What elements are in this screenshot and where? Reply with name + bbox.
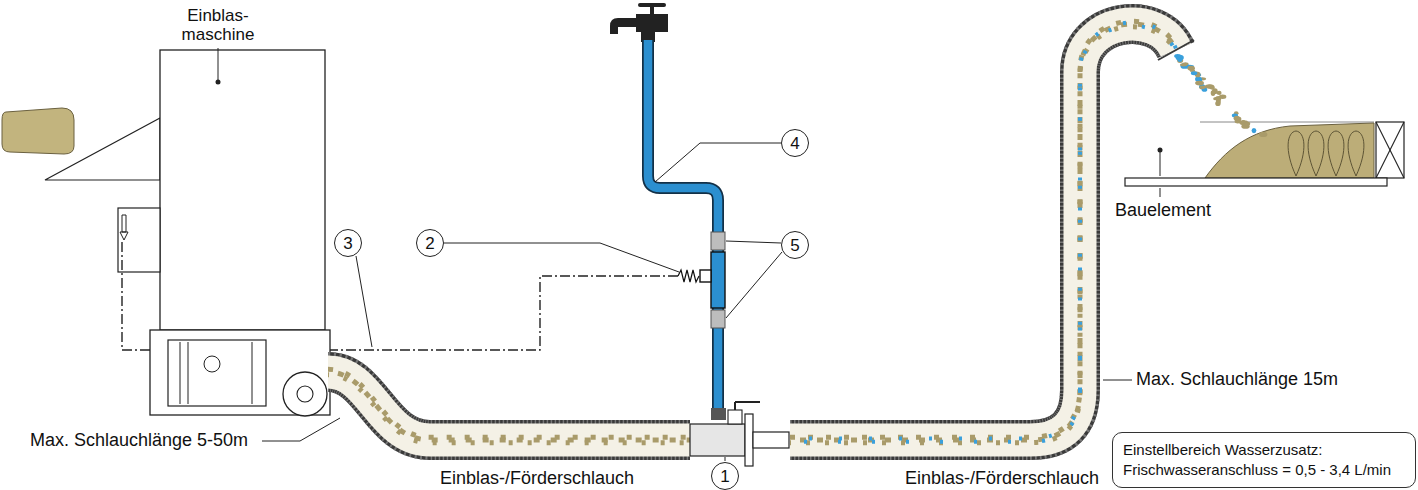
spray-flake — [1219, 95, 1226, 99]
node-text: Einstellbereich Wasserzusatz: Frischwass… — [1123, 440, 1405, 481]
node-text: 4 — [790, 135, 799, 152]
spray-flake — [1211, 90, 1216, 96]
leader-line — [726, 241, 781, 243]
spray-flake — [1234, 116, 1240, 121]
hose-layer — [328, 372, 690, 440]
signal-cable — [122, 240, 150, 350]
hose-layer — [790, 24, 1176, 440]
spray-flake — [1191, 71, 1198, 75]
callout-number: 4 — [781, 129, 809, 157]
spray-flake — [1246, 122, 1250, 126]
callout-number: 2 — [416, 229, 444, 257]
wheel — [283, 372, 327, 416]
signal-cable — [330, 276, 678, 350]
info-box: Einstellbereich Wasserzusatz: Frischwass… — [1112, 432, 1416, 489]
machine-base — [150, 330, 330, 415]
callout-number: 1 — [711, 462, 739, 490]
element-frame — [1376, 122, 1404, 178]
water-injector — [690, 402, 789, 466]
machine-body — [160, 50, 325, 330]
cell-loop — [1288, 131, 1304, 176]
water-pipe-outline — [648, 40, 718, 410]
hopper — [45, 118, 160, 180]
spray-flake — [1252, 128, 1257, 133]
part-label: Max. Schlauchlänge 15m — [1136, 369, 1338, 389]
blower-knob — [204, 356, 220, 372]
hose-layer — [790, 27, 1176, 443]
hose-layer — [790, 26, 1176, 442]
leader-line — [1160, 188, 1161, 197]
housing-line — [252, 342, 253, 404]
element-top — [1200, 122, 1374, 123]
water-coupling — [711, 408, 726, 420]
spray-flake — [1177, 58, 1182, 62]
part-label: Einblas-/Förderschlauch — [905, 468, 1099, 488]
part-label: Bauelement — [1115, 200, 1211, 220]
hose-layer — [328, 372, 690, 440]
node-text: 3 — [343, 235, 352, 252]
hose-layer — [328, 369, 690, 437]
cell-loop — [1308, 131, 1324, 176]
node-text: 2 — [425, 235, 434, 252]
water-tap — [610, 3, 668, 42]
water-pipe — [648, 40, 718, 410]
hose-layer — [790, 23, 1176, 439]
part-label: Einblas-/Förderschlauch — [440, 468, 634, 488]
hose-layer — [790, 24, 1176, 440]
hoses — [328, 21, 1194, 442]
frame-cross — [1376, 122, 1404, 178]
leader-line — [726, 252, 782, 318]
callout-number: 5 — [781, 231, 809, 259]
spray-flake — [1259, 132, 1267, 137]
hose-layer — [328, 372, 690, 440]
water-sensor-plug — [120, 215, 128, 240]
spray-flake — [1182, 62, 1188, 65]
hose-layer — [328, 372, 690, 440]
spray-flake — [1200, 86, 1206, 90]
hose-mouth — [1158, 40, 1194, 60]
hose-layer — [790, 21, 1176, 437]
spray — [1174, 54, 1267, 137]
frame-cross — [1376, 122, 1404, 178]
hose-layer — [790, 24, 1176, 440]
leader-line — [262, 418, 340, 441]
callout-number: 3 — [334, 229, 362, 257]
element-board — [1125, 178, 1387, 186]
part-label: Max. Schlauchlänge 5-50m — [30, 430, 248, 450]
hose-layer — [328, 375, 690, 443]
housing-line — [180, 342, 181, 404]
leader-line — [655, 143, 781, 182]
solenoid-valve — [711, 252, 725, 308]
leader-line — [1103, 380, 1132, 381]
machine-label: Einblas- maschine — [182, 6, 255, 44]
hose-clamp — [711, 232, 725, 250]
wheel-hub — [297, 386, 313, 402]
leader-line — [356, 256, 372, 347]
valve-spring — [678, 270, 699, 282]
valve-stub — [700, 270, 711, 282]
spray-flake — [1215, 101, 1220, 106]
leader-line — [444, 243, 679, 272]
cell-loop — [1328, 131, 1344, 176]
spray-flake — [1195, 81, 1204, 86]
spray-flake — [1206, 84, 1214, 89]
insulation-fill — [1205, 123, 1374, 178]
housing-line — [188, 342, 189, 404]
node-text: 5 — [790, 237, 799, 254]
leader-line — [1160, 150, 1161, 176]
blower-housing — [168, 340, 266, 406]
spray-flake — [1210, 86, 1215, 90]
spray-flake — [1241, 120, 1245, 123]
leader-line — [725, 457, 726, 461]
control-panel — [118, 208, 160, 272]
insulation-cells — [1288, 131, 1364, 176]
leader-line — [218, 48, 219, 82]
insulation-bale — [2, 108, 74, 154]
hose-layer — [790, 24, 1176, 440]
node-text: 1 — [720, 468, 729, 485]
cell-loop — [1348, 131, 1364, 176]
hose-clamp — [711, 310, 725, 328]
